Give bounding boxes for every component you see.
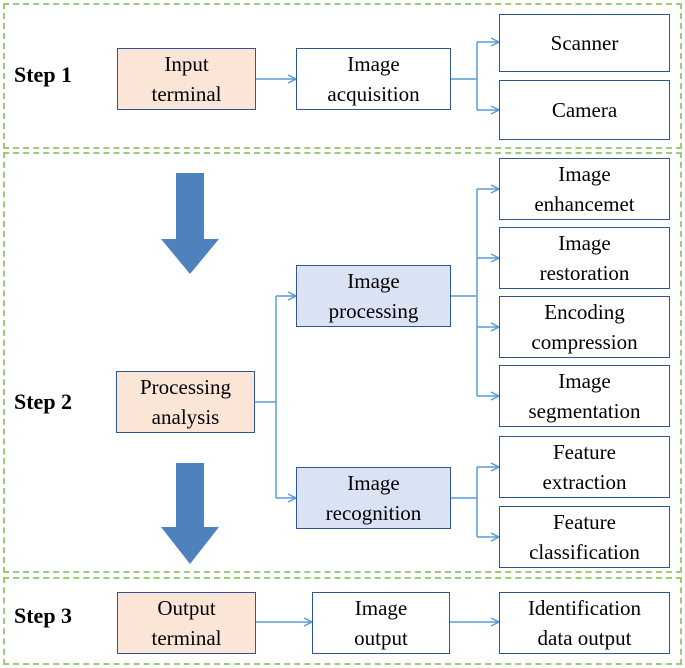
identification-data-output-line1: Identification xyxy=(527,596,642,620)
processing-analysis-box: Processing analysis xyxy=(116,371,255,433)
image-processing-line1: Image xyxy=(347,269,400,293)
input-terminal-line1: Input xyxy=(164,52,209,76)
input-terminal-box: Input terminal xyxy=(117,48,256,110)
input-terminal-line2: terminal xyxy=(151,82,222,106)
camera-label: Camera xyxy=(551,98,618,122)
image-recognition-box: Image recognition xyxy=(296,467,451,529)
step1-label: Step 1 xyxy=(14,62,73,87)
output-terminal-box: Output terminal xyxy=(117,592,256,654)
image-output-line1: Image xyxy=(354,596,408,620)
step2-frame xyxy=(3,152,682,573)
image-recognition-line2: recognition xyxy=(325,501,422,525)
image-enhancement-box: Image enhancemet xyxy=(499,158,670,220)
step3-frame xyxy=(3,577,682,665)
image-acquisition-line1: Image xyxy=(347,52,400,76)
encoding-compression-line2: compression xyxy=(531,330,638,354)
image-recognition-line1: Image xyxy=(347,471,400,495)
image-restoration-box: Image restoration xyxy=(499,227,670,289)
image-restoration-line1: Image xyxy=(558,231,611,255)
identification-data-output-line2: data output xyxy=(537,626,632,650)
image-enhancement-line2: enhancemet xyxy=(534,192,635,216)
step3-label: Step 3 xyxy=(14,603,73,628)
identification-data-output-box: Identification data output xyxy=(499,592,670,654)
image-output-line2: output xyxy=(354,626,408,650)
image-segmentation-line1: Image xyxy=(558,369,611,393)
image-segmentation-line2: segmentation xyxy=(528,399,641,423)
output-terminal-line2: terminal xyxy=(151,626,222,650)
scanner-box: Scanner xyxy=(499,14,670,72)
feature-classification-box: Feature classification xyxy=(499,506,670,568)
feature-classification-line1: Feature xyxy=(553,510,616,534)
encoding-compression-line1: Encoding xyxy=(544,300,625,324)
processing-analysis-line2: analysis xyxy=(151,405,220,429)
image-enhancement-line1: Image xyxy=(558,162,611,186)
output-terminal-line1: Output xyxy=(157,596,216,620)
processing-analysis-line1: Processing xyxy=(140,375,231,399)
encoding-compression-box: Encoding compression xyxy=(499,296,670,358)
image-acquisition-box: Image acquisition xyxy=(296,48,451,110)
feature-extraction-line2: extraction xyxy=(542,470,627,494)
camera-box: Camera xyxy=(499,80,670,140)
image-segmentation-box: Image segmentation xyxy=(499,365,670,427)
image-acquisition-line2: acquisition xyxy=(327,82,420,106)
feature-extraction-line1: Feature xyxy=(553,440,616,464)
step2-label: Step 2 xyxy=(14,389,73,414)
feature-extraction-box: Feature extraction xyxy=(499,436,670,498)
image-restoration-line2: restoration xyxy=(539,261,630,285)
image-processing-box: Image processing xyxy=(296,265,451,327)
image-processing-line2: processing xyxy=(328,299,419,323)
step1-frame xyxy=(3,3,682,149)
scanner-label: Scanner xyxy=(550,31,619,55)
image-output-box: Image output xyxy=(312,592,450,654)
feature-classification-line2: classification xyxy=(529,540,640,564)
